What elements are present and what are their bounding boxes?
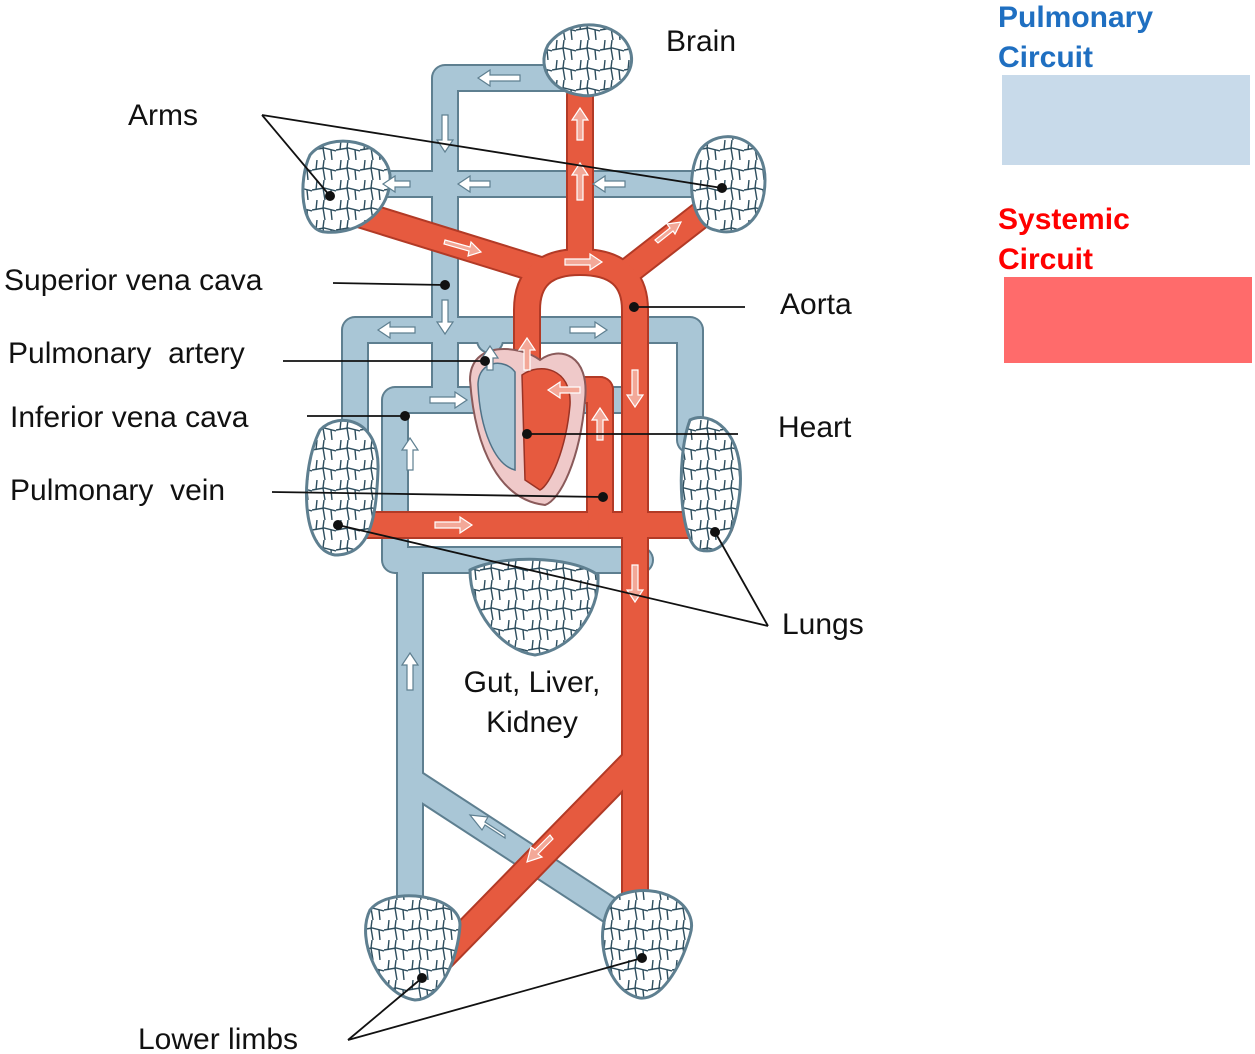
lungs-pointer-left [337, 524, 769, 627]
legend-systemic-title: Systemic Circuit [998, 200, 1130, 280]
labels: Brain Arms Superior vena cava Pulmonary … [4, 25, 864, 1054]
label-inferior-vena-cava: Inferior vena cava [10, 401, 249, 434]
left-lung-capillary-bed [305, 419, 380, 557]
brain-capillary-bed [542, 23, 634, 98]
label-brain: Brain [666, 25, 736, 58]
label-gut-line1: Gut, Liver, [464, 666, 601, 699]
right-lower-limb-capillary-bed [601, 889, 693, 1000]
right-arm-capillary-bed [690, 135, 767, 234]
label-lungs: Lungs [782, 608, 864, 641]
gut-capillary-bed [468, 557, 600, 657]
right-lung-capillary-bed [679, 416, 742, 553]
legend-pulmonary-title: Pulmonary Circuit [998, 0, 1153, 78]
pointer-lines [261, 114, 769, 1041]
arms-pointer-right [261, 114, 723, 189]
label-superior-vena-cava: Superior vena cava [4, 264, 263, 297]
legend-systemic-line2: Circuit [998, 243, 1094, 276]
pulmonary-vein-pointer [271, 491, 604, 498]
label-aorta: Aorta [780, 288, 852, 321]
lower-limbs-pointer-right [347, 957, 643, 1041]
legend-pulmonary-line1: Pulmonary [998, 1, 1154, 34]
pointer-dots [325, 183, 727, 983]
label-pulmonary-vein: Pulmonary vein [10, 474, 225, 507]
left-lower-limb-capillary-bed [364, 894, 462, 1002]
label-heart: Heart [778, 411, 852, 444]
superior-vena-cava-pointer [332, 282, 446, 286]
legend-pulmonary-line2: Circuit [998, 41, 1094, 74]
flow-arrows [376, 68, 626, 840]
legend-pulmonary-swatch [1002, 75, 1250, 165]
arms-pointer-left [261, 114, 331, 197]
label-pulmonary-artery: Pulmonary artery [8, 337, 245, 370]
lungs-pointer-right [714, 531, 769, 627]
left-arm-capillary-bed [301, 139, 392, 234]
label-gut-line2: Kidney [486, 706, 578, 739]
legend-systemic-swatch [1004, 277, 1252, 363]
lower-limbs-pointer-left [347, 977, 423, 1041]
label-lower-limbs: Lower limbs [138, 1023, 298, 1054]
label-arms: Arms [128, 99, 198, 132]
flow-arrows-red [434, 106, 683, 863]
heart [468, 348, 587, 507]
legend-systemic-line1: Systemic [998, 203, 1130, 236]
capillary-beds [301, 23, 767, 1002]
